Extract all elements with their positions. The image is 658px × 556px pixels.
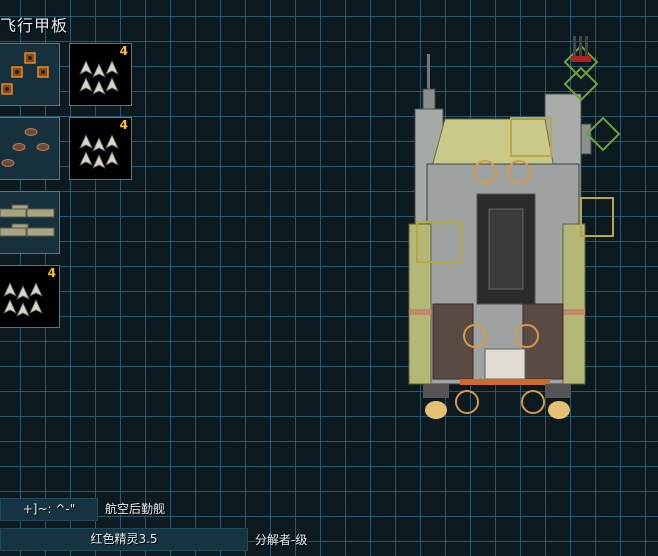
hangar-slot-fighter-wing[interactable]: 4 [69, 117, 132, 180]
flight-deck-title: 飞行甲板 [0, 16, 69, 35]
hangar-slot-fighter-wing[interactable]: 4 [69, 43, 132, 106]
squadron-count-badge: 4 [119, 118, 128, 132]
ship-sprite [408, 36, 621, 419]
hangar-slot-bomber-pods[interactable] [0, 117, 60, 180]
squadron-count-badge: 4 [119, 44, 128, 58]
bomber-pod-icon [1, 128, 50, 167]
hangar-slot-drone-pods[interactable] [0, 43, 60, 106]
drone-pod-icon [1, 52, 49, 95]
hangar-slot-gunboat-squad[interactable] [0, 191, 60, 254]
carrier-ship-hull[interactable] [405, 34, 621, 430]
fighter-squadron-icon [3, 282, 43, 317]
gunboat-icon [0, 204, 55, 237]
squadron-count-badge: 4 [47, 266, 56, 280]
fighter-squadron-icon [79, 60, 119, 95]
ship-name-label: +]~: ^-" [0, 498, 98, 521]
fighter-squadron-icon [79, 134, 119, 169]
hangar-slot-fighter-wing[interactable]: 4 [0, 265, 60, 328]
pilot-name-label: 红色精灵3.5 [0, 528, 248, 551]
ship-rank-label: 分解者-级 [255, 533, 308, 547]
ship-class-label: 航空后勤舰 [105, 502, 166, 516]
